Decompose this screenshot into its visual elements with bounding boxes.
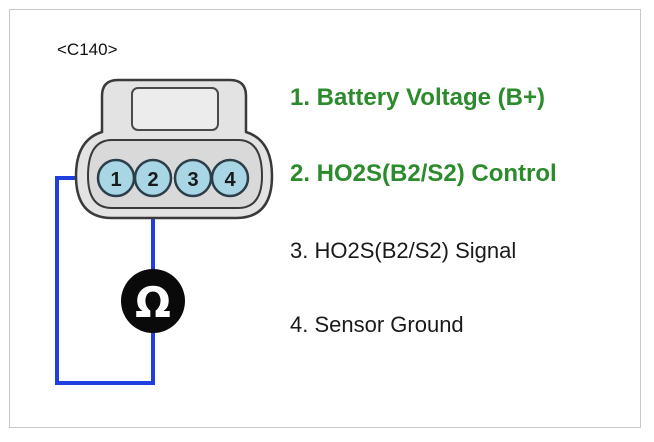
pin-3-number: 3 [187, 169, 198, 191]
pin-2: 2 [133, 158, 173, 198]
connector-housing [74, 78, 274, 220]
connector-id-label: <C140> [57, 40, 118, 59]
pin-4-number: 4 [224, 169, 236, 191]
pin-description-1: 1. Battery Voltage (B+) [290, 84, 545, 111]
pin-description-3: 3. HO2S(B2/S2) Signal [290, 238, 517, 263]
connector-latch-tab [131, 87, 219, 131]
pin-4: 4 [210, 158, 250, 198]
wire-pin1-to-meter [55, 176, 155, 385]
pin-2-number: 2 [147, 169, 158, 191]
ohmmeter-icon: Ω [121, 269, 185, 333]
pin-description-2: 2. HO2S(B2/S2) Control [290, 160, 557, 187]
ohmmeter-symbol: Ω [135, 278, 171, 327]
pin-description-4: 4. Sensor Ground [290, 312, 464, 337]
pin-1: 1 [96, 158, 136, 198]
pin-3: 3 [173, 158, 213, 198]
connector-pins: 1 2 3 4 [96, 158, 250, 198]
pin-1-number: 1 [110, 169, 121, 191]
